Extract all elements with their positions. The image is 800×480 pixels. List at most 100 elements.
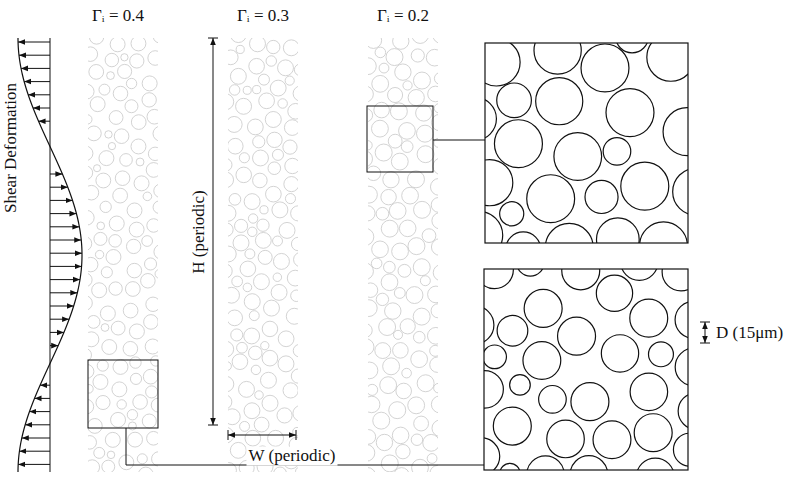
cell bbox=[381, 455, 398, 472]
cell bbox=[663, 108, 688, 156]
cell bbox=[402, 368, 412, 378]
shear-arrow bbox=[50, 292, 77, 293]
cell bbox=[428, 286, 438, 303]
cell bbox=[401, 141, 413, 153]
cell bbox=[283, 40, 298, 56]
shear-arrow bbox=[39, 121, 50, 122]
cell bbox=[88, 385, 93, 394]
cell bbox=[106, 250, 121, 265]
cell bbox=[255, 232, 271, 248]
cell bbox=[368, 58, 376, 75]
cell bbox=[368, 430, 376, 445]
cell bbox=[277, 408, 292, 423]
cell bbox=[109, 235, 122, 248]
cell bbox=[142, 93, 156, 107]
cell bbox=[497, 83, 532, 118]
cell bbox=[228, 341, 234, 357]
cell bbox=[128, 432, 143, 447]
cell bbox=[431, 396, 438, 413]
cell bbox=[245, 249, 255, 259]
cell bbox=[131, 38, 146, 51]
cell bbox=[596, 275, 632, 311]
cell bbox=[648, 342, 673, 367]
shear-arrow bbox=[50, 345, 58, 346]
cell bbox=[562, 269, 600, 290]
cell bbox=[431, 114, 438, 130]
volume-fraction-label: Γᵢ = 0.2 bbox=[377, 7, 429, 26]
cell bbox=[376, 207, 389, 220]
cell bbox=[262, 350, 278, 366]
cell bbox=[570, 456, 608, 470]
dimension-label: H (periodic) bbox=[190, 190, 209, 274]
cell bbox=[376, 293, 388, 305]
cell bbox=[134, 176, 149, 191]
cell bbox=[117, 400, 126, 409]
shear-arrow bbox=[19, 55, 50, 56]
cell bbox=[427, 454, 437, 464]
cell bbox=[88, 436, 96, 450]
cell bbox=[408, 238, 425, 255]
cell bbox=[640, 222, 688, 243]
dimension-tick bbox=[228, 430, 229, 440]
cell bbox=[433, 158, 438, 175]
cell bbox=[547, 420, 585, 458]
cell bbox=[273, 253, 289, 269]
shear-arrow bbox=[25, 424, 50, 425]
cell bbox=[151, 398, 158, 412]
shear-arrow bbox=[50, 174, 62, 175]
shear-arrow bbox=[50, 226, 79, 227]
cell bbox=[244, 294, 260, 310]
cell bbox=[96, 395, 110, 409]
volume-fraction-label: Γᵢ = 0.3 bbox=[237, 7, 289, 26]
zoom-ground bbox=[485, 43, 688, 243]
cell bbox=[675, 301, 688, 338]
cell bbox=[368, 151, 372, 168]
shear-arrow bbox=[28, 94, 50, 95]
cell bbox=[253, 274, 269, 290]
cell bbox=[389, 402, 406, 419]
shear-arrow bbox=[50, 306, 74, 307]
cell bbox=[121, 54, 128, 61]
cell bbox=[554, 133, 602, 181]
shear-arrow bbox=[22, 438, 50, 439]
cell bbox=[88, 115, 92, 124]
cell bbox=[243, 283, 252, 292]
cell bbox=[266, 56, 276, 66]
cell bbox=[88, 364, 94, 378]
shear-arrow bbox=[50, 279, 80, 280]
cell bbox=[258, 250, 272, 264]
cell bbox=[368, 324, 372, 338]
cell bbox=[571, 383, 609, 421]
shear-arrow bbox=[50, 253, 82, 254]
cell bbox=[278, 356, 294, 372]
cell bbox=[375, 144, 392, 161]
cell bbox=[148, 51, 158, 66]
cell bbox=[636, 458, 674, 470]
cell bbox=[228, 395, 232, 410]
cell bbox=[285, 194, 295, 204]
cell bbox=[88, 84, 94, 99]
cell bbox=[88, 126, 101, 141]
cell bbox=[621, 269, 658, 280]
cell bbox=[262, 321, 277, 336]
cell bbox=[388, 134, 402, 148]
cell bbox=[137, 454, 147, 464]
shear-arrow bbox=[40, 385, 50, 386]
cell bbox=[399, 220, 416, 237]
shear-arrow bbox=[18, 42, 50, 43]
cell bbox=[88, 236, 92, 250]
cell bbox=[228, 409, 240, 425]
cell bbox=[109, 216, 124, 231]
cell bbox=[384, 261, 396, 273]
cell bbox=[420, 276, 430, 286]
shear-arrow bbox=[33, 108, 50, 109]
cell bbox=[408, 397, 425, 414]
dimension-label: D (15μm) bbox=[716, 324, 783, 343]
foam-strip bbox=[368, 38, 438, 472]
cell bbox=[255, 391, 264, 400]
cell bbox=[253, 173, 268, 188]
cell bbox=[412, 38, 429, 43]
cell bbox=[597, 218, 640, 243]
cell bbox=[249, 311, 259, 321]
cell bbox=[248, 227, 257, 236]
